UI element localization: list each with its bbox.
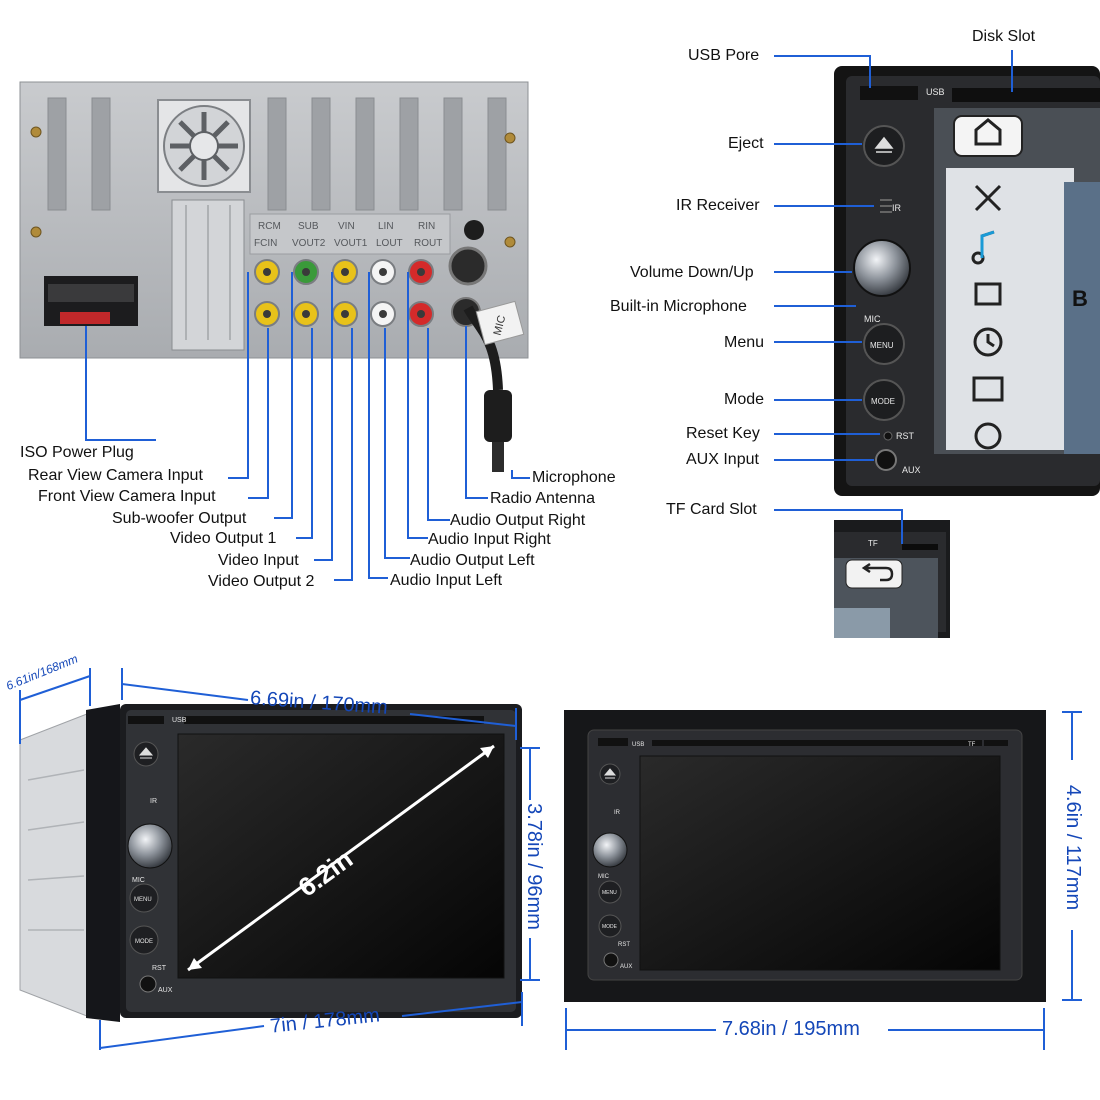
rear-panel: RCM SUB VIN LIN RIN FCIN VOUT2 VOUT1 LOU… bbox=[19, 81, 529, 472]
device-text-ir: IR bbox=[892, 203, 902, 213]
port-text-sub: SUB bbox=[298, 221, 319, 232]
label-video-output-1: Video Output 1 bbox=[170, 530, 277, 547]
label-aux-input: AUX Input bbox=[686, 451, 759, 468]
label-built-in-microphone: Built-in Microphone bbox=[610, 298, 747, 315]
label-eject: Eject bbox=[728, 135, 764, 152]
label-front-camera: Front View Camera Input bbox=[38, 488, 216, 505]
device-text-rst-2: RST bbox=[152, 965, 167, 972]
label-radio-antenna: Radio Antenna bbox=[490, 490, 595, 507]
device-text-mode: MODE bbox=[871, 397, 895, 406]
label-ir-receiver: IR Receiver bbox=[676, 197, 760, 214]
clock-icon bbox=[973, 327, 1003, 357]
device-text-mode-3: MODE bbox=[602, 924, 618, 930]
dim-frame-width: 7.68in / 195mm bbox=[722, 1018, 860, 1040]
back-icon bbox=[861, 562, 894, 582]
dim-frame-height: 4.6in / 117mm bbox=[1062, 784, 1085, 911]
device-text-menu-3: MENU bbox=[602, 890, 617, 896]
steering-wheel-icon bbox=[974, 422, 1002, 450]
image-icon bbox=[972, 376, 1004, 402]
label-tf-card-slot: TF Card Slot bbox=[666, 501, 757, 518]
front-callout-lines bbox=[774, 50, 1013, 544]
dimension-lines-left bbox=[19, 668, 540, 1050]
label-audio-input-left: Audio Input Left bbox=[390, 572, 503, 589]
device-text-mic-3: MIC bbox=[598, 874, 610, 880]
label-volume: Volume Down/Up bbox=[630, 264, 754, 281]
label-video-input: Video Input bbox=[218, 552, 299, 569]
label-rear-camera: Rear View Camera Input bbox=[28, 467, 203, 484]
label-subwoofer: Sub-woofer Output bbox=[112, 510, 247, 527]
cable-tag: MIC bbox=[492, 314, 509, 337]
tv-icon bbox=[974, 282, 1002, 306]
microphone-plug bbox=[484, 390, 512, 442]
label-iso-power-plug: ISO Power Plug bbox=[20, 444, 134, 461]
device-text-aux-2: AUX bbox=[158, 987, 173, 994]
port-text-lout: LOUT bbox=[376, 238, 403, 249]
label-audio-input-right: Audio Input Right bbox=[428, 531, 551, 548]
dim-screen-height: 3.78in / 96mm bbox=[522, 803, 545, 930]
volume-knob-drawing bbox=[853, 239, 911, 297]
screen-letter: B bbox=[1072, 286, 1088, 311]
home-icon bbox=[974, 118, 1002, 146]
device-text-rst-3: RST bbox=[618, 942, 630, 948]
label-disk-slot: Disk Slot bbox=[972, 28, 1036, 45]
port-text-fcin: FCIN bbox=[254, 238, 277, 249]
device-text-ir-3: IR bbox=[614, 810, 621, 816]
radio-antenna-port bbox=[448, 246, 488, 286]
label-usb-pore: USB Pore bbox=[688, 47, 760, 64]
port-text-lin: LIN bbox=[378, 221, 394, 232]
port-text-rcm: RCM bbox=[258, 221, 281, 232]
screen-diagonal-line bbox=[187, 744, 495, 972]
device-text-tf-3: TF bbox=[968, 742, 976, 748]
device-text-mic-2: MIC bbox=[132, 877, 145, 884]
rca-jacks bbox=[254, 259, 434, 327]
label-reset-key: Reset Key bbox=[686, 425, 760, 442]
iso-power-plug-connector bbox=[44, 276, 138, 326]
label-audio-output-right: Audio Output Right bbox=[450, 512, 586, 529]
port-text-vout2: VOUT2 bbox=[292, 238, 326, 249]
rear-callout-lines bbox=[85, 272, 530, 581]
tf-slot-closeup: TF bbox=[834, 520, 950, 638]
dimension-lines-right bbox=[565, 711, 1082, 1050]
port-text-vout1: VOUT1 bbox=[334, 238, 368, 249]
unit-side-view: USB IR MIC MENU MODE RST AUX bbox=[19, 704, 522, 1022]
device-text-menu: MENU bbox=[870, 341, 894, 350]
front-panel-closeup: USB IR MIC MENU MODE RST AUX B bbox=[834, 66, 1100, 496]
device-text-rst: RST bbox=[896, 431, 915, 441]
label-audio-output-left: Audio Output Left bbox=[410, 552, 535, 569]
device-text-aux: AUX bbox=[902, 465, 921, 475]
port-text-rout: ROUT bbox=[414, 238, 442, 249]
port-text-rin: RIN bbox=[418, 221, 435, 232]
unit-front-view: USB TF IR MIC MENU MODE RST AUX bbox=[564, 710, 1046, 1002]
label-menu: Menu bbox=[724, 334, 765, 351]
label-microphone: Microphone bbox=[532, 469, 616, 486]
device-text-usb-2: USB bbox=[172, 717, 187, 724]
device-text-ir-2: IR bbox=[150, 798, 157, 805]
device-text-aux-3: AUX bbox=[620, 964, 632, 970]
cooling-fan-icon bbox=[157, 99, 251, 193]
label-mode: Mode bbox=[724, 391, 765, 408]
device-text-tf: TF bbox=[868, 539, 878, 548]
device-text-mode-2: MODE bbox=[135, 939, 153, 945]
device-text-mic: MIC bbox=[864, 314, 881, 324]
device-text-usb: USB bbox=[926, 87, 945, 97]
device-text-usb-3: USB bbox=[632, 742, 644, 748]
device-text-menu-2: MENU bbox=[134, 897, 152, 903]
label-video-output-2: Video Output 2 bbox=[208, 573, 315, 590]
port-text-vin: VIN bbox=[338, 221, 355, 232]
